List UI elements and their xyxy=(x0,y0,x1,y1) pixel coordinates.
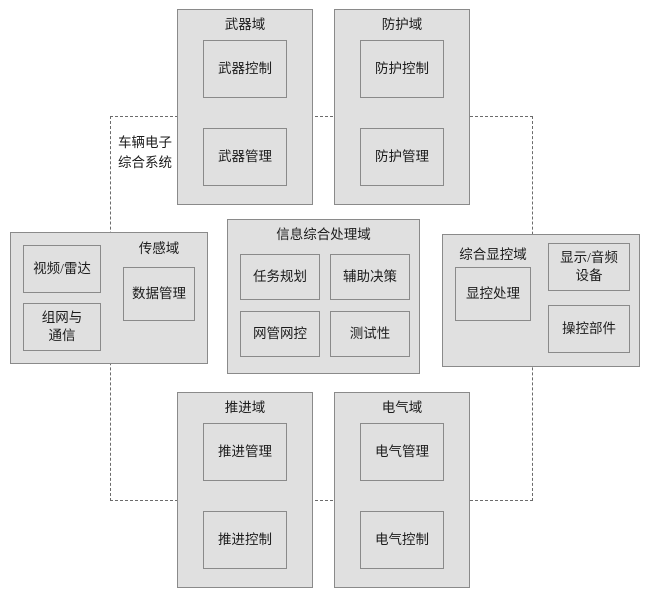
module-protection-control[interactable]: 防护控制 xyxy=(360,40,444,98)
domain-sensing-title: 传感域 xyxy=(138,241,180,256)
domain-electrical-title: 电气域 xyxy=(381,400,423,415)
system-boundary-label: 车辆电子 综合系统 xyxy=(118,135,172,170)
module-electrical-management[interactable]: 电气管理 xyxy=(360,423,444,481)
module-network-management-control[interactable]: 网管网控 xyxy=(240,311,320,357)
domain-protection-title: 防护域 xyxy=(381,17,423,32)
module-display-audio-equipment[interactable]: 显示/音频 设备 xyxy=(548,243,630,291)
module-mission-planning[interactable]: 任务规划 xyxy=(240,254,320,300)
domain-propulsion-title: 推进域 xyxy=(224,400,266,415)
module-decision-support[interactable]: 辅助决策 xyxy=(330,254,410,300)
module-display-control-processing[interactable]: 显控处理 xyxy=(455,267,531,321)
module-propulsion-control[interactable]: 推进控制 xyxy=(203,511,287,569)
module-networking-communication[interactable]: 组网与 通信 xyxy=(23,303,101,351)
module-video-radar[interactable]: 视频/雷达 xyxy=(23,245,101,293)
module-control-components[interactable]: 操控部件 xyxy=(548,305,630,353)
module-weapon-control[interactable]: 武器控制 xyxy=(203,40,287,98)
module-propulsion-management[interactable]: 推进管理 xyxy=(203,423,287,481)
domain-weapon-title: 武器域 xyxy=(224,17,266,32)
domain-information-processing-title: 信息综合处理域 xyxy=(276,227,371,242)
module-electrical-control[interactable]: 电气控制 xyxy=(360,511,444,569)
module-weapon-management[interactable]: 武器管理 xyxy=(203,128,287,186)
module-testability[interactable]: 测试性 xyxy=(330,311,410,357)
module-protection-management[interactable]: 防护管理 xyxy=(360,128,444,186)
module-data-management[interactable]: 数据管理 xyxy=(123,267,195,321)
domain-display-control-title: 综合显控域 xyxy=(459,247,527,262)
